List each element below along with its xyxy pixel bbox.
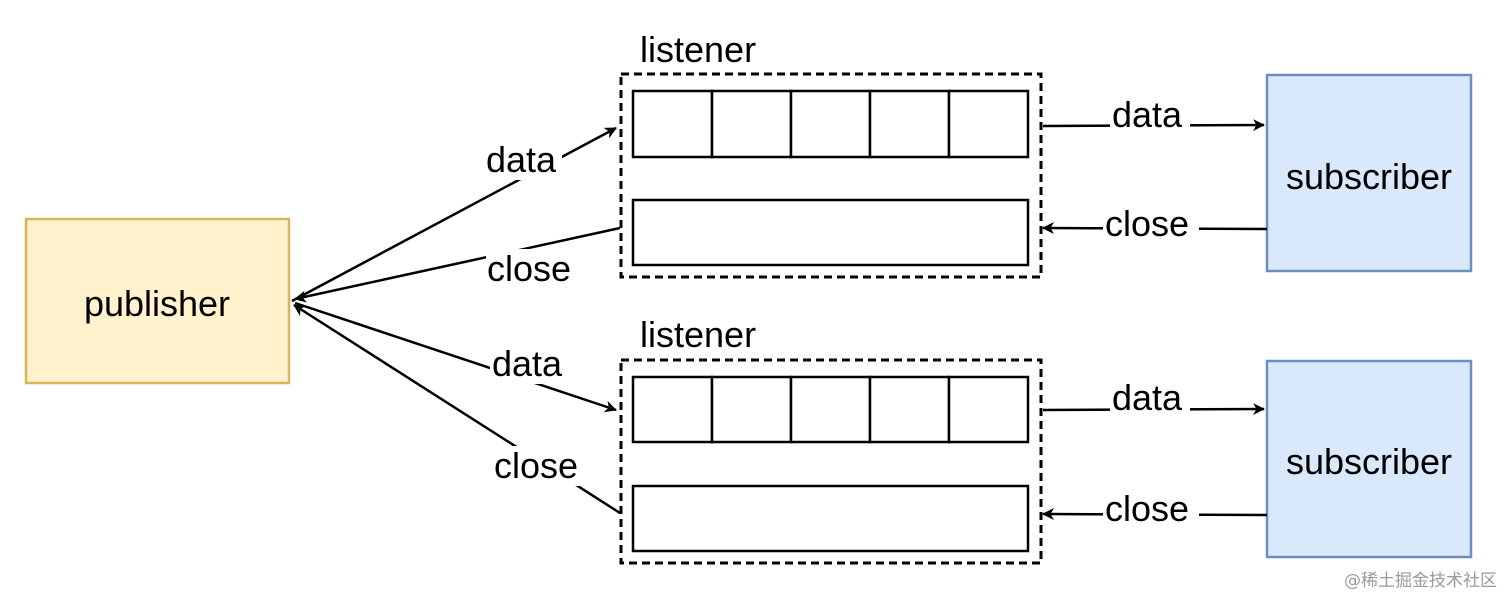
buffer-cell [710,375,793,444]
subscriber-box [1265,73,1473,273]
listener-container [619,358,1043,565]
edge-publisher-data-2 [294,301,617,413]
listener-label: listener [640,314,756,355]
edge-labels: data close data close data close data cl… [484,94,1199,529]
data-buffer [631,375,1030,444]
buffer-cell [947,375,1030,444]
edge-publisher-close-1 [294,226,621,303]
edge-label-close: close [487,248,571,289]
publisher-box [24,217,291,385]
buffer-cell [868,89,951,159]
subscriber-node-2: subscriber [1265,359,1473,559]
subscriber-label: subscriber [1286,156,1452,197]
edge-label-data: data [492,343,563,384]
close-channel [631,198,1030,267]
buffer-cell [947,89,1030,159]
buffer-cell [868,375,951,444]
listener-group-1: listener [619,29,1043,279]
buffer-cell [789,375,872,444]
subscriber-box [1265,359,1473,559]
edge-label-data: data [486,139,557,180]
listener-group-2: listener [619,314,1043,565]
publisher-node: publisher [24,217,291,385]
edge-label-close: close [1105,203,1189,244]
edge-label-data: data [1112,94,1183,135]
publisher-label: publisher [84,283,230,324]
watermark: @稀土掘金技术社区 [1344,571,1497,591]
edge-label-close: close [494,445,578,486]
subscriber-node-1: subscriber [1265,73,1473,273]
data-buffer [631,89,1030,159]
edge-label-data: data [1112,377,1183,418]
subscriber-label: subscriber [1286,441,1452,482]
close-channel [631,484,1030,553]
buffer-cell [631,375,714,444]
buffer-cell [710,89,793,159]
listener-container [619,72,1043,279]
edge-label-close: close [1105,488,1189,529]
buffer-cell [789,89,872,159]
buffer-cell [631,89,714,159]
listener-label: listener [640,29,756,70]
